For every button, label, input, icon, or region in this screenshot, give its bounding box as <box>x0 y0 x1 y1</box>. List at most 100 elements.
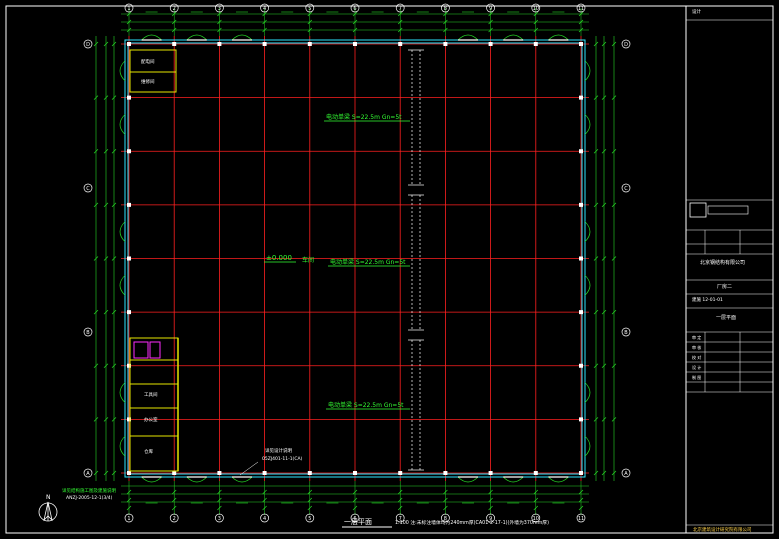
door-swing-top-1 <box>186 34 208 41</box>
title-block-project: 厂房二 <box>717 283 732 290</box>
window-right-5 <box>584 435 591 457</box>
column-3-8 <box>262 471 267 475</box>
door-swing-bottom-1 <box>186 476 208 483</box>
axis-bubble-top-9 <box>486 3 495 13</box>
axis-bubble-top-11 <box>576 3 586 13</box>
title-block-top-label: 设计 <box>692 8 701 15</box>
axis-label-top-9: 9 <box>489 6 492 12</box>
scale-note: 1:100 注:未标注墙体均为240mm厚(CA01-2-17-1)(外墙为37… <box>395 519 549 526</box>
column-10-2 <box>579 149 583 154</box>
axis-label-bottom-6: 6 <box>353 516 356 522</box>
dim-tick-row-1-4 <box>601 95 607 100</box>
title-block-row-2: 审 核 <box>692 344 701 350</box>
dim-tick-row-5-5 <box>611 309 617 315</box>
axis-label-bottom-9: 9 <box>489 516 492 522</box>
title-block-frame <box>685 5 774 534</box>
column-10-6 <box>579 363 583 368</box>
axis-label-right-A: A <box>624 471 628 477</box>
column-6-8 <box>398 471 403 475</box>
dim-tick-row-5-3 <box>593 309 599 315</box>
column-9-8 <box>533 471 538 475</box>
door-swing-top-4 <box>502 34 524 41</box>
column-0-6 <box>127 363 131 368</box>
window-left-1 <box>119 114 126 135</box>
bottom-note-leader <box>239 461 259 476</box>
auxiliary-rooms <box>129 49 179 472</box>
title-block-row-5: 制 图 <box>692 374 701 380</box>
dim-tick-row-4-4 <box>601 256 607 261</box>
window-right-4 <box>584 382 591 403</box>
magenta-fixture-2 <box>149 341 161 359</box>
dim-tick-row-8-5 <box>611 470 617 476</box>
axis-bubble-bottom-4 <box>260 513 269 523</box>
axis-label-bottom-5: 5 <box>308 516 311 522</box>
elevation-value: ±0.000 <box>266 254 292 262</box>
column-0-5 <box>127 310 131 315</box>
dim-tick-row-8-2 <box>111 470 117 476</box>
axis-label-bottom-11: 11 <box>578 516 584 522</box>
dim-tick-row-5-2 <box>111 309 117 315</box>
title-block-company: 北京钢结构有限公司 <box>700 259 745 266</box>
axis-bubble-left-B <box>83 327 93 337</box>
door-swing-bottom-0 <box>141 476 162 483</box>
dim-tick-row-2-5 <box>611 149 617 154</box>
window-right-0 <box>584 60 591 82</box>
dim-tick-row-8-3 <box>593 470 599 476</box>
north-arrow-icon <box>38 501 58 522</box>
dim-tick-row-5-4 <box>601 309 607 315</box>
column-10-4 <box>579 256 583 261</box>
column-2-0 <box>217 42 222 46</box>
axis-label-left-C: C <box>86 186 90 192</box>
column-0-8 <box>127 471 131 475</box>
dim-tick-row-1-0 <box>93 95 99 100</box>
dim-tick-row-3-1 <box>103 202 109 208</box>
door-swing-bottom-2 <box>231 476 253 483</box>
axis-label-left-A: A <box>86 471 90 477</box>
bottom-note: 详见设计说明 <box>265 447 292 454</box>
axis-label-top-3: 3 <box>218 6 221 12</box>
dim-tick-row-0-4 <box>601 41 607 47</box>
drawing-frame <box>5 5 774 534</box>
window-right-2 <box>584 221 591 242</box>
dimension-lines <box>93 8 617 515</box>
left-note: 详见结构施工图及建施说明 <box>62 487 116 494</box>
axis-bubble-bottom-7 <box>395 513 405 523</box>
dim-tick-row-4-5 <box>611 256 617 261</box>
column-0-2 <box>127 149 131 154</box>
dim-tick-row-7-4 <box>601 417 607 422</box>
axis-label-bottom-7: 7 <box>399 516 402 522</box>
axis-label-right-B: B <box>624 330 628 336</box>
crane-rails <box>408 49 424 471</box>
window-left-3 <box>119 275 126 296</box>
dim-tick-row-2-4 <box>601 149 607 154</box>
dim-tick-row-6-4 <box>601 363 607 368</box>
axis-bubble-top-10 <box>531 3 541 13</box>
title-block-sheet-title: 一层平面 <box>716 315 736 321</box>
column-0-7 <box>127 417 131 422</box>
dim-tick-row-5-1 <box>103 309 109 315</box>
room-label-3: 工具间 <box>144 391 158 398</box>
axis-bubble-top-4 <box>260 3 269 13</box>
structural-columns <box>127 42 583 475</box>
axis-label-top-8: 8 <box>444 6 447 12</box>
window-right-1 <box>584 114 591 135</box>
axis-label-top-4: 4 <box>263 6 266 12</box>
column-7-0 <box>443 42 448 46</box>
elevation-label: 车间 <box>302 256 314 264</box>
dim-tick-row-8-1 <box>103 470 109 476</box>
axis-bubble-bottom-9 <box>486 513 495 523</box>
axis-bubble-bottom-11 <box>576 513 586 523</box>
column-10-7 <box>579 417 583 422</box>
title-block-row-1: 审 定 <box>692 334 701 340</box>
column-0-4 <box>127 256 131 261</box>
axis-bubble-bottom-1 <box>124 513 134 523</box>
axis-bubble-right-B <box>621 327 631 337</box>
column-0-0 <box>127 42 131 46</box>
door-swing-bottom-5 <box>548 476 569 483</box>
dim-tick-row-0-2 <box>111 41 117 47</box>
axis-bubble-right-D <box>621 39 631 49</box>
axis-label-top-1: 1 <box>127 6 130 12</box>
axis-bubble-bottom-5 <box>305 513 315 523</box>
